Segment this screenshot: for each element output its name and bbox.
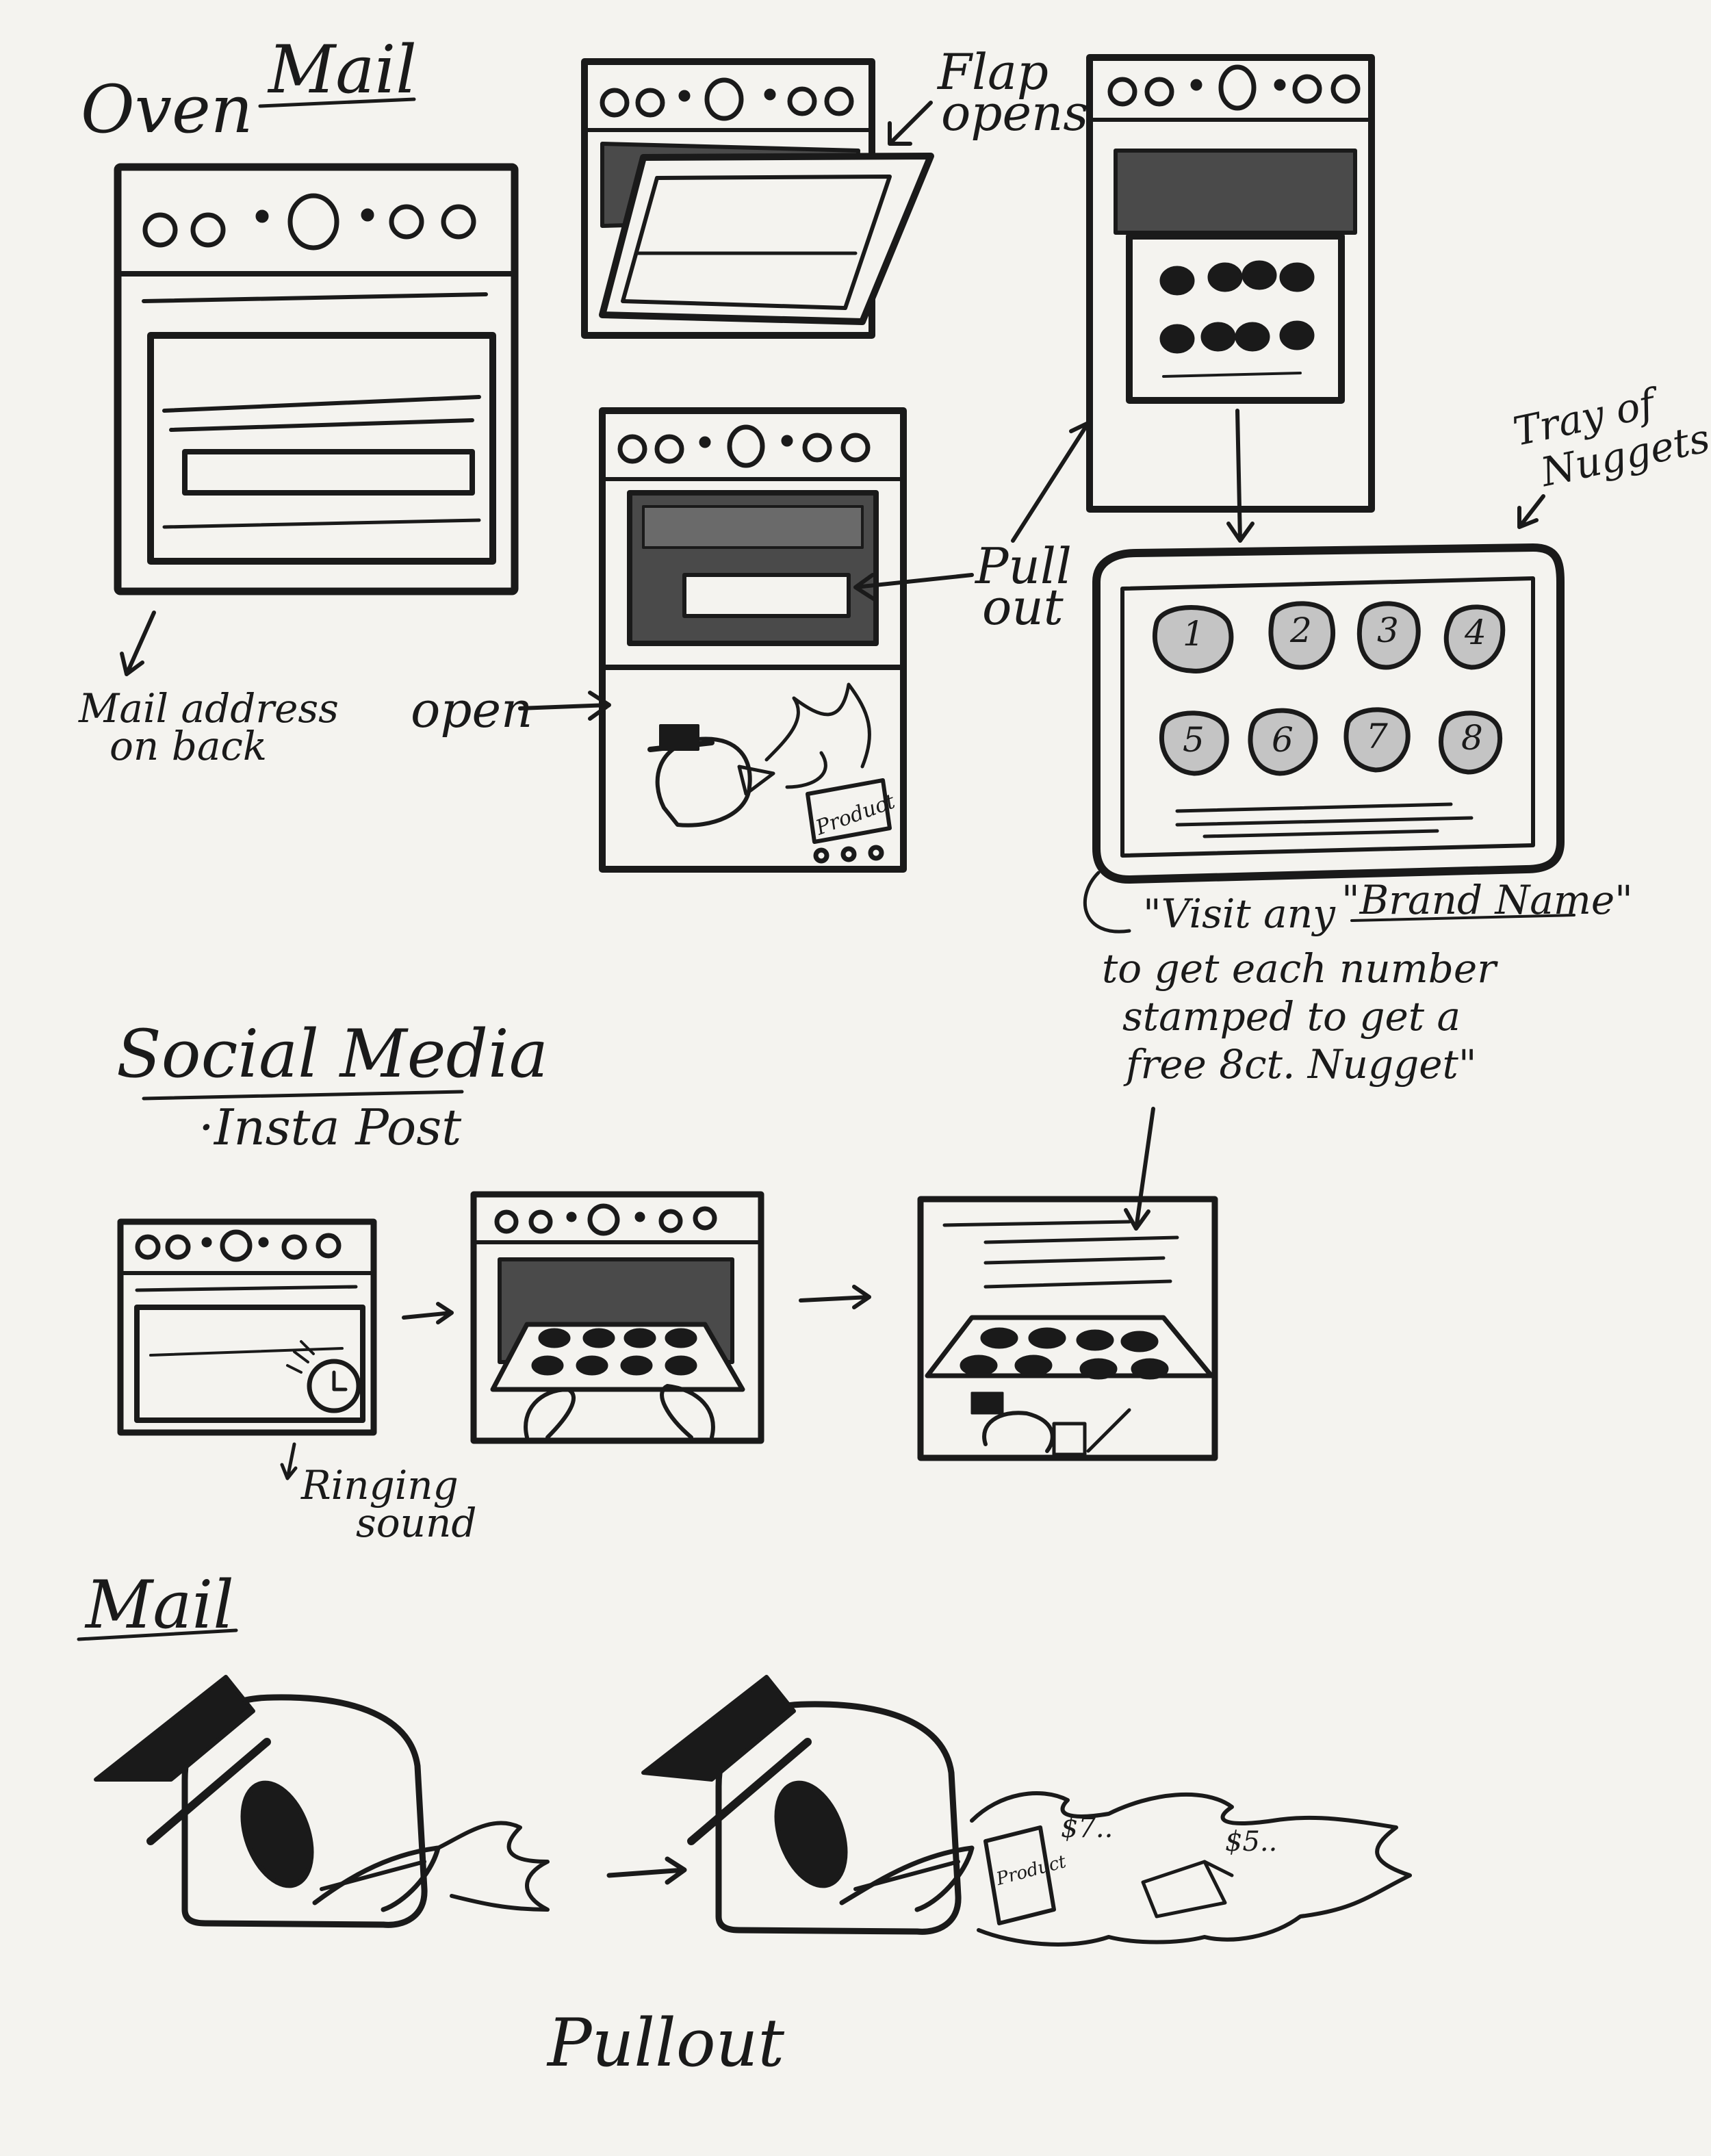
label-out: out [982, 578, 1064, 636]
flame-icon [436, 1821, 550, 1912]
oven-tray-out-icon [1086, 54, 1375, 513]
label-flap: Flap [938, 43, 1049, 101]
oven-post-icon [917, 1196, 1218, 1461]
title-social-media: Social Media [116, 1016, 548, 1092]
tray-number: 2 [1290, 611, 1312, 650]
chicken-mascot-icon [94, 1675, 550, 1928]
label-on-back: on back [110, 723, 268, 769]
social-underline [142, 1090, 464, 1101]
label-open: open [411, 681, 533, 739]
oven-closed-icon [114, 163, 519, 595]
tray-number: 5 [1183, 720, 1205, 760]
oven-open-mascot-icon [599, 407, 907, 873]
tray-number: 7 [1366, 717, 1388, 756]
title-mail: Mail [268, 31, 417, 108]
arrow-icon [606, 1856, 687, 1885]
label-pull: Pull [975, 537, 1072, 595]
price-label-1: $7.. [1061, 1812, 1114, 1844]
quote-line-3: stamped to get a [1122, 993, 1461, 1040]
label-opens: opens [941, 84, 1089, 142]
label-pullout: Pullout [548, 2005, 785, 2081]
quote-line-2: to get each number [1102, 945, 1496, 992]
label-insta-post: ·Insta Post [198, 1099, 462, 1156]
oven-flap-opens-icon [581, 58, 934, 339]
label-ringing: Ringing [301, 1462, 459, 1509]
flame-icon [970, 1791, 1412, 1947]
alarm-clock-icon [307, 1359, 361, 1413]
quote-brand-name: "Brand Name" [1341, 877, 1633, 923]
oven-ringing-icon [117, 1218, 377, 1480]
label-mail-address: Mail address [79, 685, 339, 732]
title-oven: Oven [81, 71, 253, 148]
tray-number: 1 [1183, 614, 1205, 654]
hand-icon [524, 1387, 576, 1439]
brand-name-underline [1350, 914, 1575, 922]
arrow-icon [120, 101, 1545, 1231]
quote-line-1a: "Visit any [1143, 890, 1335, 937]
mail-bottom-underline [77, 1628, 238, 1641]
tray-number: 4 [1465, 613, 1487, 652]
tray-number: 8 [1461, 718, 1483, 758]
arrow-icon [402, 1302, 454, 1324]
tray-number: 6 [1272, 720, 1294, 760]
quote-line-4: free 8ct. Nugget" [1126, 1041, 1477, 1088]
chicken-mascot-pullout-icon [641, 1675, 1412, 1947]
arrow-icon [799, 1285, 871, 1309]
label-sound: sound [356, 1500, 477, 1546]
tray-number: 3 [1377, 611, 1399, 650]
price-label-2: $5.. [1225, 1826, 1278, 1858]
oven-tray-hands-icon [470, 1191, 764, 1444]
tray-of-nuggets-icon [1092, 543, 1565, 884]
hand-icon [660, 1384, 715, 1439]
mail-underline [258, 97, 416, 108]
title-mail-bottom: Mail [86, 1567, 234, 1643]
